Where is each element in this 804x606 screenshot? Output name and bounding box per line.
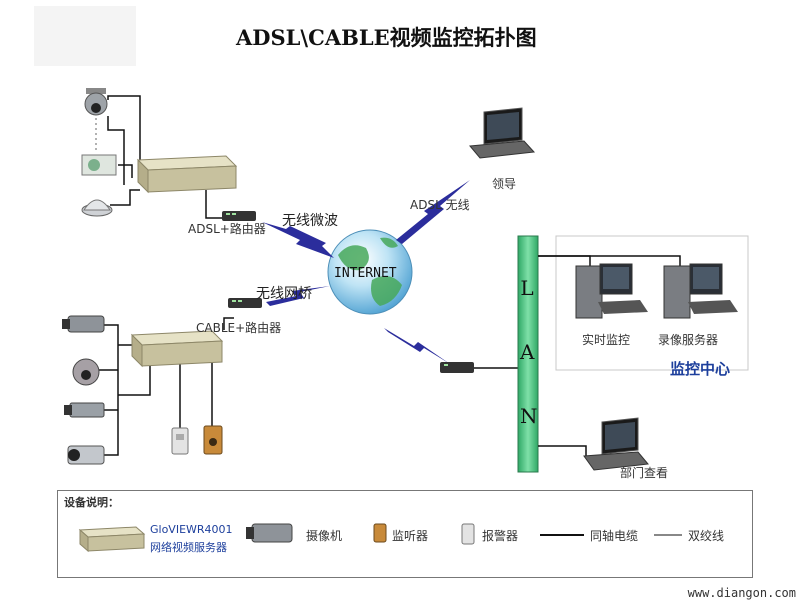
lan-letter: A bbox=[520, 340, 535, 364]
wire bbox=[110, 189, 140, 206]
recording-server-pc-icon bbox=[663, 263, 738, 319]
wireless-microwave-label: 无线微波 bbox=[282, 213, 338, 229]
wire bbox=[205, 190, 222, 219]
lower-video-server-icon bbox=[130, 330, 224, 368]
lightning-links bbox=[262, 180, 470, 364]
legend-twisted-label: 双绞线 bbox=[688, 529, 725, 543]
realtime-monitor-label: 实时监控 bbox=[582, 333, 631, 347]
legend-listener-icon bbox=[373, 523, 387, 543]
dome-camera-icon bbox=[72, 358, 100, 386]
box-camera-icon bbox=[81, 154, 117, 176]
lightning-icon bbox=[266, 286, 330, 306]
realtime-pc-icon bbox=[575, 263, 648, 319]
legend-coax-label: 同轴电缆 bbox=[590, 529, 639, 543]
department-label: 部门查看 bbox=[620, 466, 669, 480]
upper-video-server-icon bbox=[136, 155, 238, 194]
legend-listener-label: 监听器 bbox=[392, 529, 429, 543]
wire bbox=[96, 324, 119, 456]
recording-server-label: 录像服务器 bbox=[658, 333, 719, 347]
leader-laptop-icon bbox=[469, 107, 536, 159]
leader-label: 领导 bbox=[492, 177, 517, 191]
legend-camera-label: 摄像机 bbox=[306, 529, 343, 543]
cable-router-label: CABLE+路由器 bbox=[196, 321, 282, 335]
cable-router-icon bbox=[228, 298, 262, 308]
legend-server-desc: 网络视频服务器 bbox=[150, 541, 227, 554]
legend-heading: 设备说明： bbox=[64, 496, 119, 509]
lightning-icon bbox=[384, 328, 450, 364]
monitor-center-title: 监控中心 bbox=[670, 360, 731, 378]
wire bbox=[538, 255, 681, 270]
lan-bar bbox=[517, 235, 539, 473]
legend-alarm-label: 报警器 bbox=[482, 529, 519, 543]
dome-camera-icon bbox=[84, 88, 108, 116]
legend-server-icon bbox=[78, 526, 146, 553]
camera-icon bbox=[62, 315, 105, 333]
internet-label: INTERNET bbox=[334, 266, 397, 281]
lightning-icon bbox=[262, 222, 334, 258]
adsl-router-icon bbox=[222, 211, 256, 221]
listener-icon bbox=[203, 425, 223, 455]
wireless-bridge-label: 无线网桥 bbox=[256, 286, 312, 302]
internet-globe-icon bbox=[327, 229, 413, 315]
lan-letter: N bbox=[520, 404, 538, 428]
lan-switch-icon bbox=[440, 362, 474, 373]
legend-camera-icon bbox=[246, 523, 293, 543]
monitor-center-box bbox=[555, 235, 749, 371]
wire bbox=[118, 164, 133, 178]
adsl-wireless-label: ADSL 无线 bbox=[410, 198, 470, 212]
wire bbox=[538, 445, 587, 458]
wire bbox=[107, 95, 141, 170]
wire bbox=[223, 317, 234, 330]
legend-server-name: GloVIEWR4001 bbox=[150, 523, 233, 536]
watermark-patch bbox=[34, 6, 136, 66]
department-laptop-icon bbox=[583, 417, 649, 471]
legend-box bbox=[57, 490, 753, 578]
wire bbox=[107, 116, 125, 185]
page-title: ADSL\CABLE视频监控拓扑图 bbox=[236, 25, 537, 50]
ceiling-dome-icon bbox=[81, 199, 113, 217]
lightning-icon bbox=[396, 180, 470, 244]
upper-server-group bbox=[81, 88, 256, 221]
legend-alarm-icon bbox=[461, 523, 475, 545]
camera-icon bbox=[67, 445, 105, 465]
wire bbox=[118, 360, 151, 396]
camera-icon bbox=[64, 402, 105, 418]
alarm-icon bbox=[171, 427, 189, 455]
lower-server-group bbox=[62, 298, 262, 465]
adsl-router-label: ADSL+路由器 bbox=[188, 222, 266, 236]
lan-letter: L bbox=[520, 276, 534, 300]
site-watermark: www.diangon.com bbox=[687, 586, 796, 600]
